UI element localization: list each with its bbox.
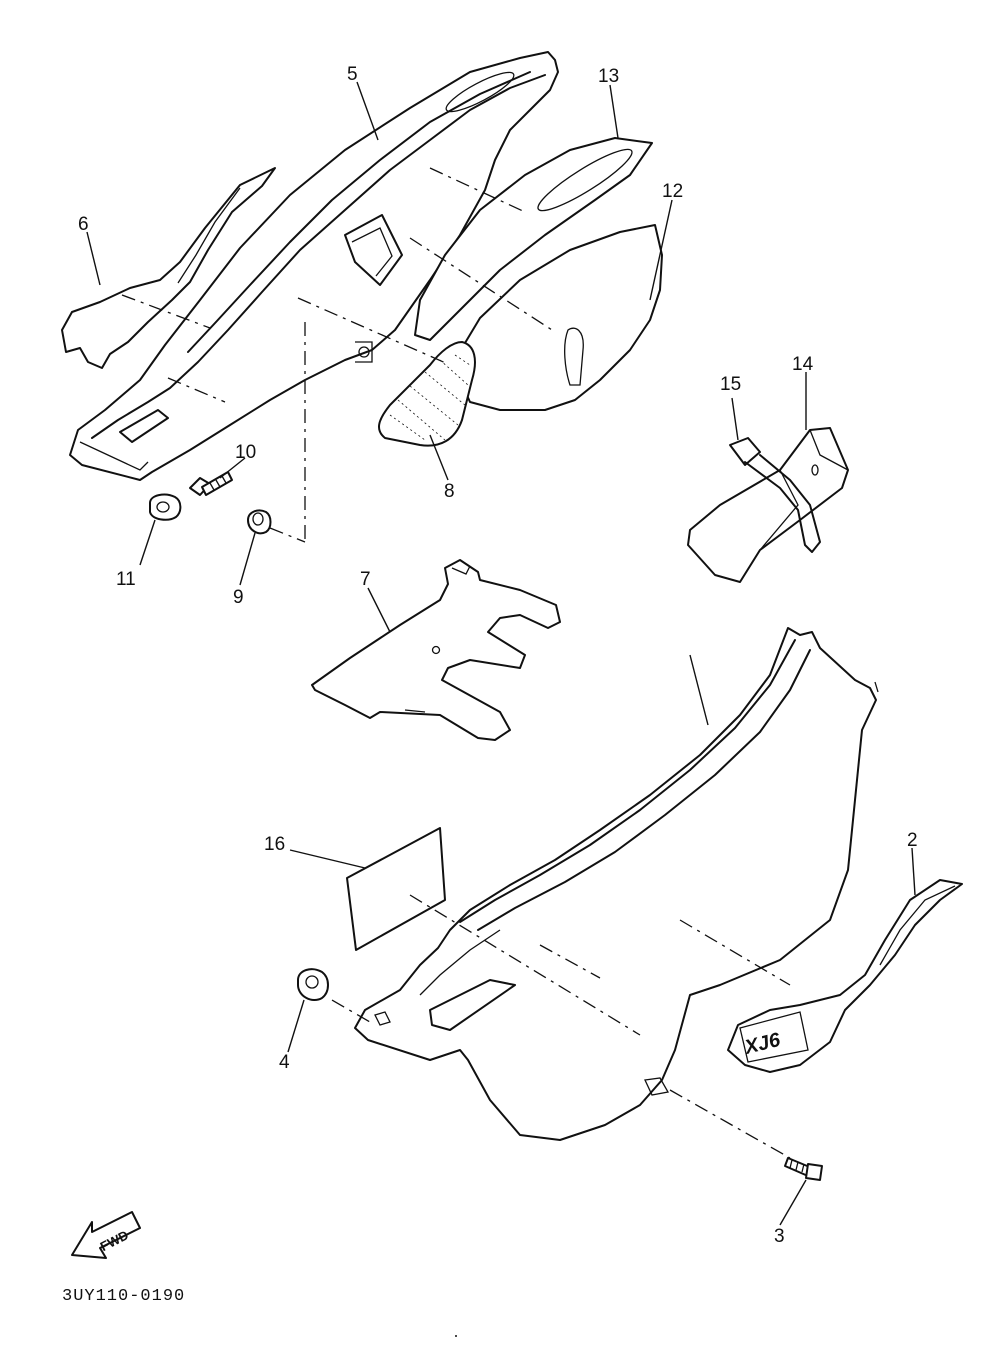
callout-14: 14 [792,354,814,375]
callout-11: 11 [116,569,136,590]
callout-10: 10 [235,442,256,463]
callout-6: 6 [78,214,89,235]
callout-13: 13 [598,66,619,87]
callout-8: 8 [444,481,455,502]
part-13-strip [414,137,653,341]
leader-lines [86,81,916,1226]
callout-2: 2 [907,830,918,851]
part-10-bolt [189,471,233,496]
part-4-grommet [297,968,329,1002]
callout-16: 16 [264,834,285,855]
callout-15: 15 [720,374,741,395]
part-11-grommet [149,493,182,521]
callout-4: 4 [279,1052,290,1073]
part-8-pad [378,341,476,447]
callout-5: 5 [347,64,358,85]
assembly-lines-upper [121,167,553,667]
speck-mark [455,1335,457,1337]
callout-9: 9 [233,587,244,608]
part-15-strap [729,437,821,553]
part-12-side-panel [459,224,663,411]
part-7-plate [311,559,561,741]
part-14-tool-case [687,427,849,583]
fwd-arrow-icon: FWD [71,1211,141,1259]
callout-7: 7 [360,569,371,590]
part-5-frame-cover [69,51,559,481]
part-6-cover [61,167,276,369]
side-cover-lower [354,627,879,1141]
assembly-lines-lower [331,894,791,1159]
callout-3: 3 [774,1226,785,1247]
drawing-code: 3UY110-0190 [62,1287,185,1306]
callout-12: 12 [662,181,683,202]
part-2-emblem: XJ6 [727,879,963,1073]
part-16-label [346,827,446,951]
callouts: 5 13 12 6 14 15 10 8 11 7 9 16 2 4 3 [78,64,918,1247]
part-9-collar [247,509,272,535]
part-3-bolt [784,1157,823,1181]
